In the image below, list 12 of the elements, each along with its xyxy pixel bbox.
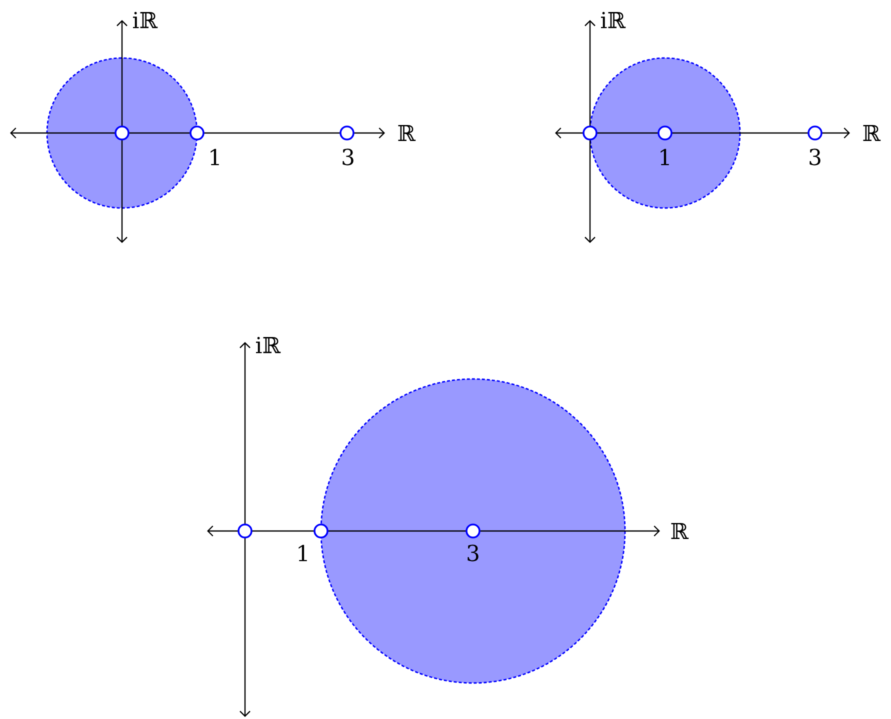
tick-label: 3 bbox=[810, 148, 820, 166]
tick-label: 3 bbox=[468, 544, 478, 562]
axis-label: ℝ bbox=[398, 124, 416, 142]
tick-label: 1 bbox=[210, 148, 219, 166]
axis-label: ℝ bbox=[671, 522, 689, 540]
tick-label: 1 bbox=[660, 148, 669, 166]
tick-label: 3 bbox=[342, 148, 354, 166]
tick-label: 1 bbox=[298, 544, 307, 562]
axis-label: iℝ bbox=[256, 336, 281, 354]
axis-label: ℝ bbox=[863, 124, 881, 142]
axis-label: iℝ bbox=[601, 12, 626, 28]
axis-label: iℝ bbox=[133, 12, 158, 28]
